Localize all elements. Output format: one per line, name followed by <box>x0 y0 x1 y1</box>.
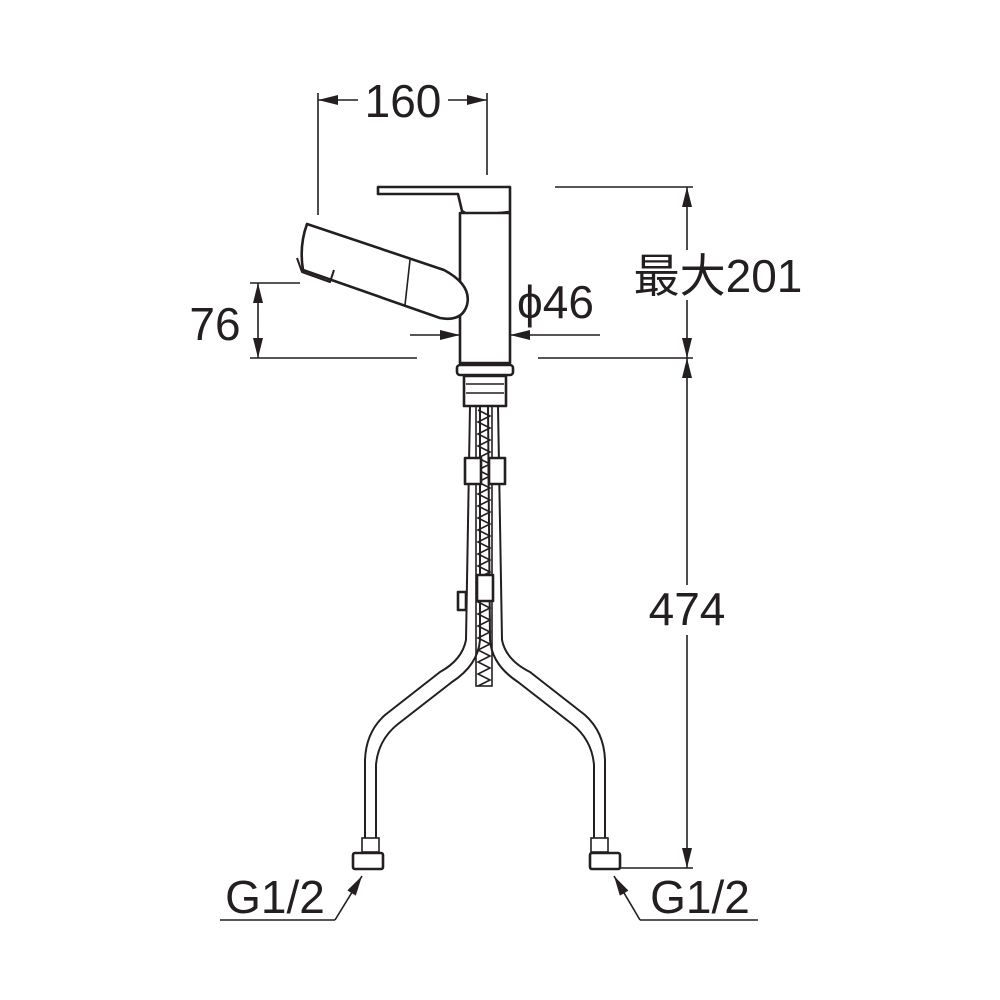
left-supply-hose <box>364 405 471 838</box>
left-connection-callout: G1/2 <box>220 871 363 923</box>
right-connection-label: G1/2 <box>650 871 750 923</box>
base-ring <box>455 363 515 377</box>
spout-nozzle <box>296 257 335 283</box>
max-height-label: 最大201 <box>634 250 803 302</box>
right-connection-nut <box>588 851 622 871</box>
dimension-body-diameter: ϕ46 <box>410 276 600 340</box>
mounting-shank <box>462 374 508 408</box>
dimension-max-height: 最大201 <box>538 186 808 359</box>
right-supply-hose <box>497 405 606 838</box>
body-diameter-label: ϕ46 <box>517 276 594 328</box>
hose-length-label: 474 <box>649 583 726 635</box>
spout-reach-label: 160 <box>365 75 442 127</box>
faucet-body <box>296 185 515 408</box>
dimension-spout-reach: 160 <box>317 75 488 215</box>
spout-height-label: 76 <box>189 298 240 350</box>
spout-seam <box>404 259 411 306</box>
dimension-hose-length: 474 <box>620 358 735 869</box>
lever-handle <box>376 185 512 218</box>
pull-out-spout <box>300 222 470 320</box>
supply-hoses <box>351 405 622 871</box>
right-connection-callout: G1/2 <box>613 871 758 923</box>
dimension-spout-height: 76 <box>189 282 417 359</box>
main-column <box>458 211 512 365</box>
left-connection-label: G1/2 <box>225 871 325 923</box>
left-connection-nut <box>351 851 385 871</box>
